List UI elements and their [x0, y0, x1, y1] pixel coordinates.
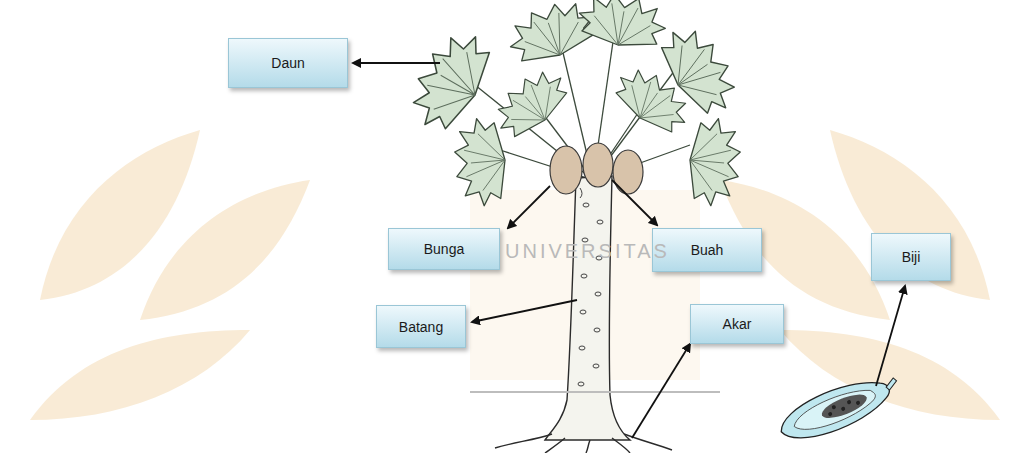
- part-name: Biji: [892, 249, 931, 265]
- label-box: Batang: [376, 305, 466, 348]
- part-name: Daun: [261, 55, 314, 71]
- label-box: Bunga: [388, 228, 500, 270]
- label-box: Daun: [228, 38, 348, 88]
- watermark: UNIVERSITAS: [505, 240, 670, 263]
- part-name: Batang: [389, 319, 453, 335]
- label-box: Biji: [871, 233, 951, 281]
- part-name: Bunga: [414, 241, 474, 257]
- part-name: Buah: [681, 242, 734, 258]
- label-box: Akar: [690, 304, 784, 344]
- part-name: Akar: [713, 316, 762, 332]
